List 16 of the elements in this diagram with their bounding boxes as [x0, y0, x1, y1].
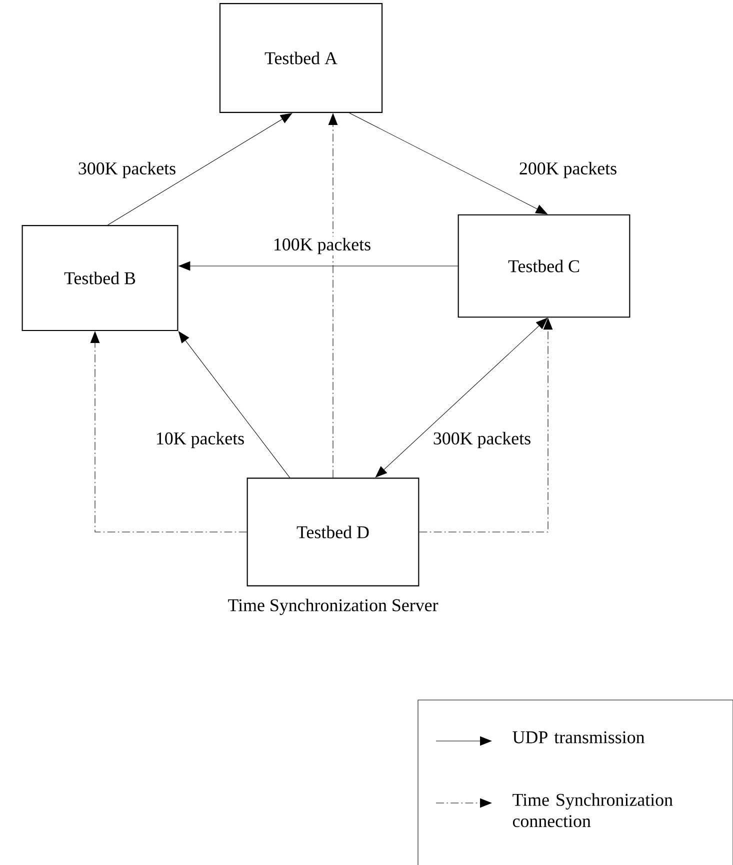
- edge-label: 200K packets: [518, 160, 618, 180]
- edge-label: 10K packets: [154, 430, 246, 450]
- testbed-box: Testbed D: [246, 478, 420, 586]
- testbed-box: Testbed A: [219, 3, 383, 113]
- edge-label: 300K packets: [432, 430, 532, 450]
- edge-label: 300K packets: [76, 160, 178, 180]
- testbed-box: Testbed B: [22, 225, 178, 331]
- testbed-box: Testbed C: [458, 214, 630, 318]
- arrow: [108, 113, 292, 226]
- legend-text: Time Synchronization connection: [512, 793, 673, 828]
- arrow: [178, 331, 290, 478]
- node-caption: Time Synchronization Server: [228, 598, 438, 616]
- arrow: [90, 331, 248, 532]
- edge-label: 100K packets: [272, 236, 372, 256]
- arrow: [328, 113, 338, 478]
- legend-text: UDP transmission: [512, 731, 644, 744]
